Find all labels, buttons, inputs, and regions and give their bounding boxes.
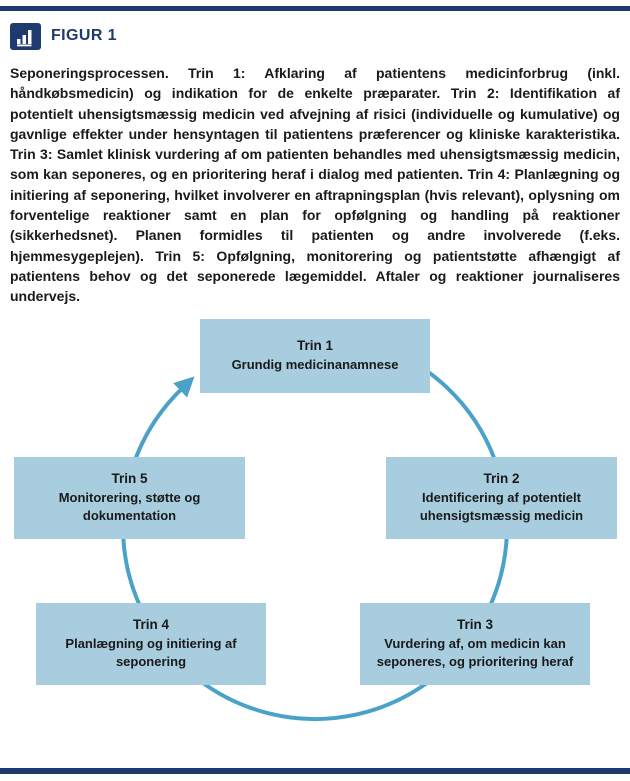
- step-box-trin-3: Trin 3 Vurdering af, om medicin kan sepo…: [360, 602, 590, 685]
- step-box-trin-5: Trin 5 Monitorering, støtte og dokumenta…: [14, 456, 245, 539]
- step-box-trin-4: Trin 4 Planlægning og initiering af sepo…: [36, 602, 266, 685]
- step-title: Trin 1: [296, 337, 333, 353]
- step-box-trin-2: Trin 2 Identificering af potentielt uhen…: [386, 456, 617, 539]
- step-text: Planlægning og initiering af seponering: [65, 636, 237, 669]
- step-text: Vurdering af, om medicin kan seponeres, …: [376, 636, 574, 669]
- step-text: Monitorering, støtte og dokumentation: [58, 490, 201, 523]
- top-divider: [0, 6, 630, 11]
- bottom-divider: [0, 768, 630, 774]
- figure-caption: Seponeringsprocessen. Trin 1: Afklaring …: [10, 65, 620, 305]
- step-text: Identificering af potentielt uhensigtsmæ…: [419, 490, 584, 523]
- process-cycle-diagram: Trin 1 Grundig medicinanamnese Trin 2 Id…: [0, 315, 630, 735]
- figure-header: FIGUR 1: [0, 21, 630, 51]
- step-title: Trin 2: [483, 471, 520, 487]
- figure-title: FIGUR 1: [51, 27, 117, 44]
- step-title: Trin 4: [132, 617, 169, 633]
- arrow-head-icon: [173, 375, 195, 398]
- step-title: Trin 3: [456, 617, 493, 633]
- step-box-trin-1: Trin 1 Grundig medicinanamnese: [200, 318, 430, 393]
- step-text: Grundig medicinanamnese: [231, 356, 399, 372]
- bar-chart-icon: [10, 22, 41, 50]
- step-title: Trin 5: [111, 471, 148, 487]
